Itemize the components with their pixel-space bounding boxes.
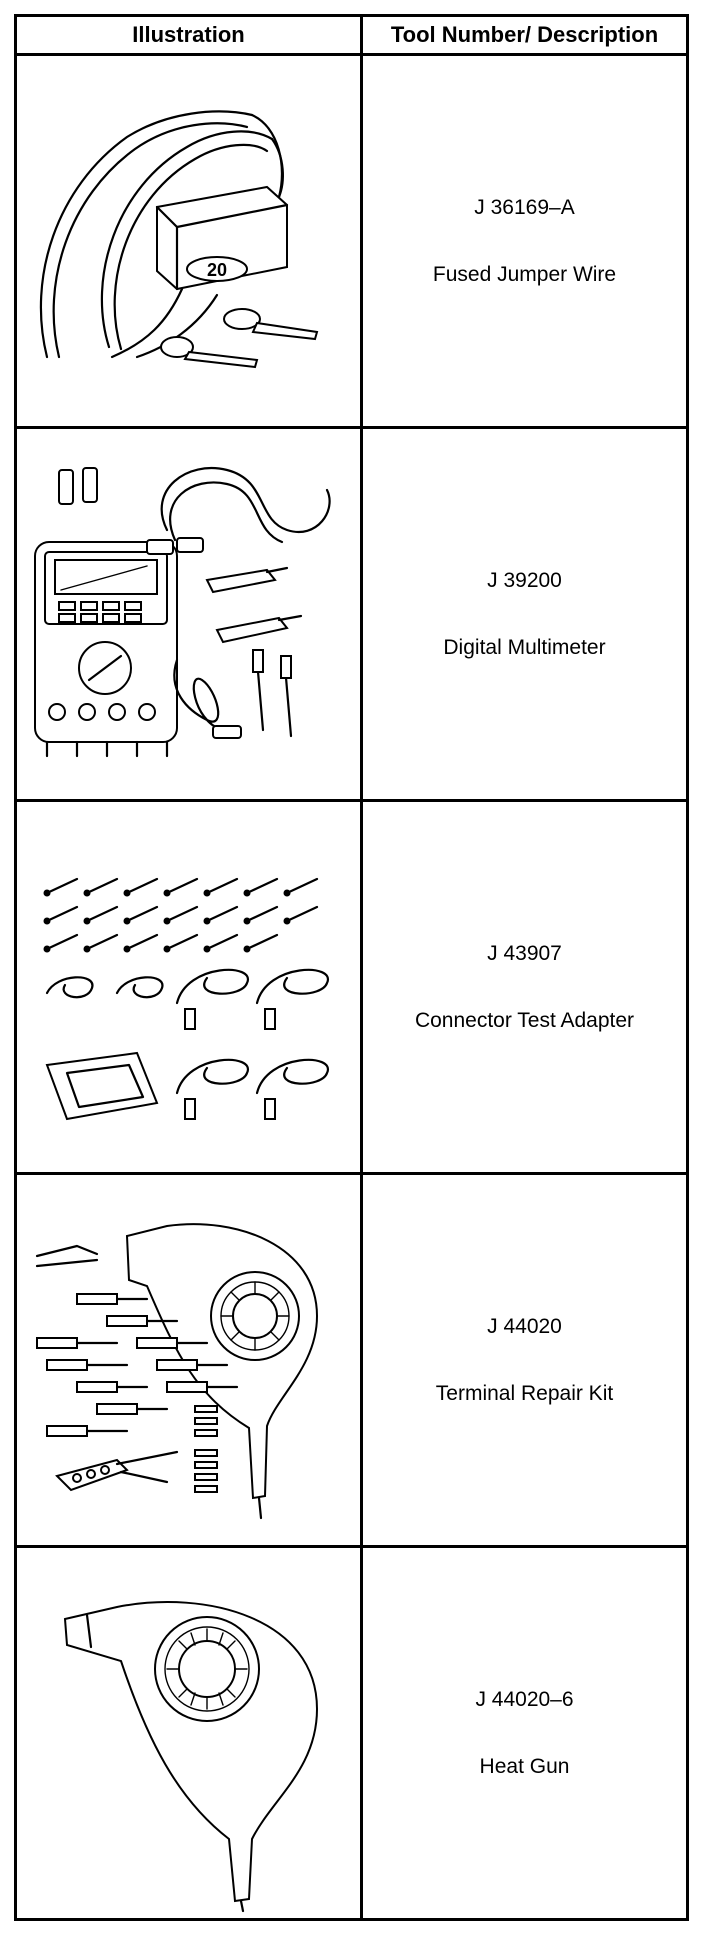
- fuse-rating-label: 20: [207, 260, 227, 280]
- illustration-cell: [14, 799, 363, 1175]
- fused-jumper-wire-icon: 20: [39, 110, 319, 369]
- illustration-cell: [14, 426, 363, 802]
- description-cell: J 44020–6 Heat Gun: [360, 1545, 689, 1921]
- tool-table: Illustration Tool Number/ Description: [14, 14, 689, 1921]
- header-illustration: Illustration: [14, 14, 363, 56]
- table-row: J 43907 Connector Test Adapter: [14, 799, 689, 1175]
- tool-description: Fused Jumper Wire: [432, 263, 617, 286]
- terminal-repair-kit-icon: [35, 1223, 319, 1520]
- illustration-cell: 20: [14, 53, 363, 429]
- table-header-row: Illustration Tool Number/ Description: [14, 14, 689, 56]
- table-row: J 44020 Terminal Repair Kit: [14, 1172, 689, 1548]
- illustration-cell: [14, 1545, 363, 1921]
- digital-multimeter-icon: [34, 467, 331, 758]
- tool-number: J 44020: [487, 1314, 562, 1338]
- description-cell: J 43907 Connector Test Adapter: [360, 799, 689, 1175]
- table-row: J 39200 Digital Multimeter: [14, 426, 689, 802]
- description-cell: J 36169–A Fused Jumper Wire: [360, 53, 689, 429]
- description-cell: J 39200 Digital Multimeter: [360, 426, 689, 802]
- tool-description: Heat Gun: [479, 1755, 570, 1778]
- tool-description: Terminal Repair Kit: [435, 1382, 614, 1405]
- table-row: 20 J 36169–A Fused Jumper Wire: [14, 53, 689, 429]
- illustration-cell: [14, 1172, 363, 1548]
- tool-number: J 39200: [487, 568, 562, 592]
- table-row: J 44020–6 Heat Gun: [14, 1545, 689, 1921]
- tool-description: Connector Test Adapter: [414, 1009, 635, 1032]
- tool-number: J 43907: [487, 941, 562, 965]
- tool-description: Digital Multimeter: [443, 636, 606, 659]
- connector-test-adapter-icon: [43, 877, 330, 1121]
- heat-gun-icon: [63, 1601, 319, 1913]
- description-cell: J 44020 Terminal Repair Kit: [360, 1172, 689, 1548]
- tool-number: J 36169–A: [474, 195, 575, 219]
- header-tool-number-description: Tool Number/ Description: [360, 14, 689, 56]
- tool-number: J 44020–6: [475, 1687, 574, 1711]
